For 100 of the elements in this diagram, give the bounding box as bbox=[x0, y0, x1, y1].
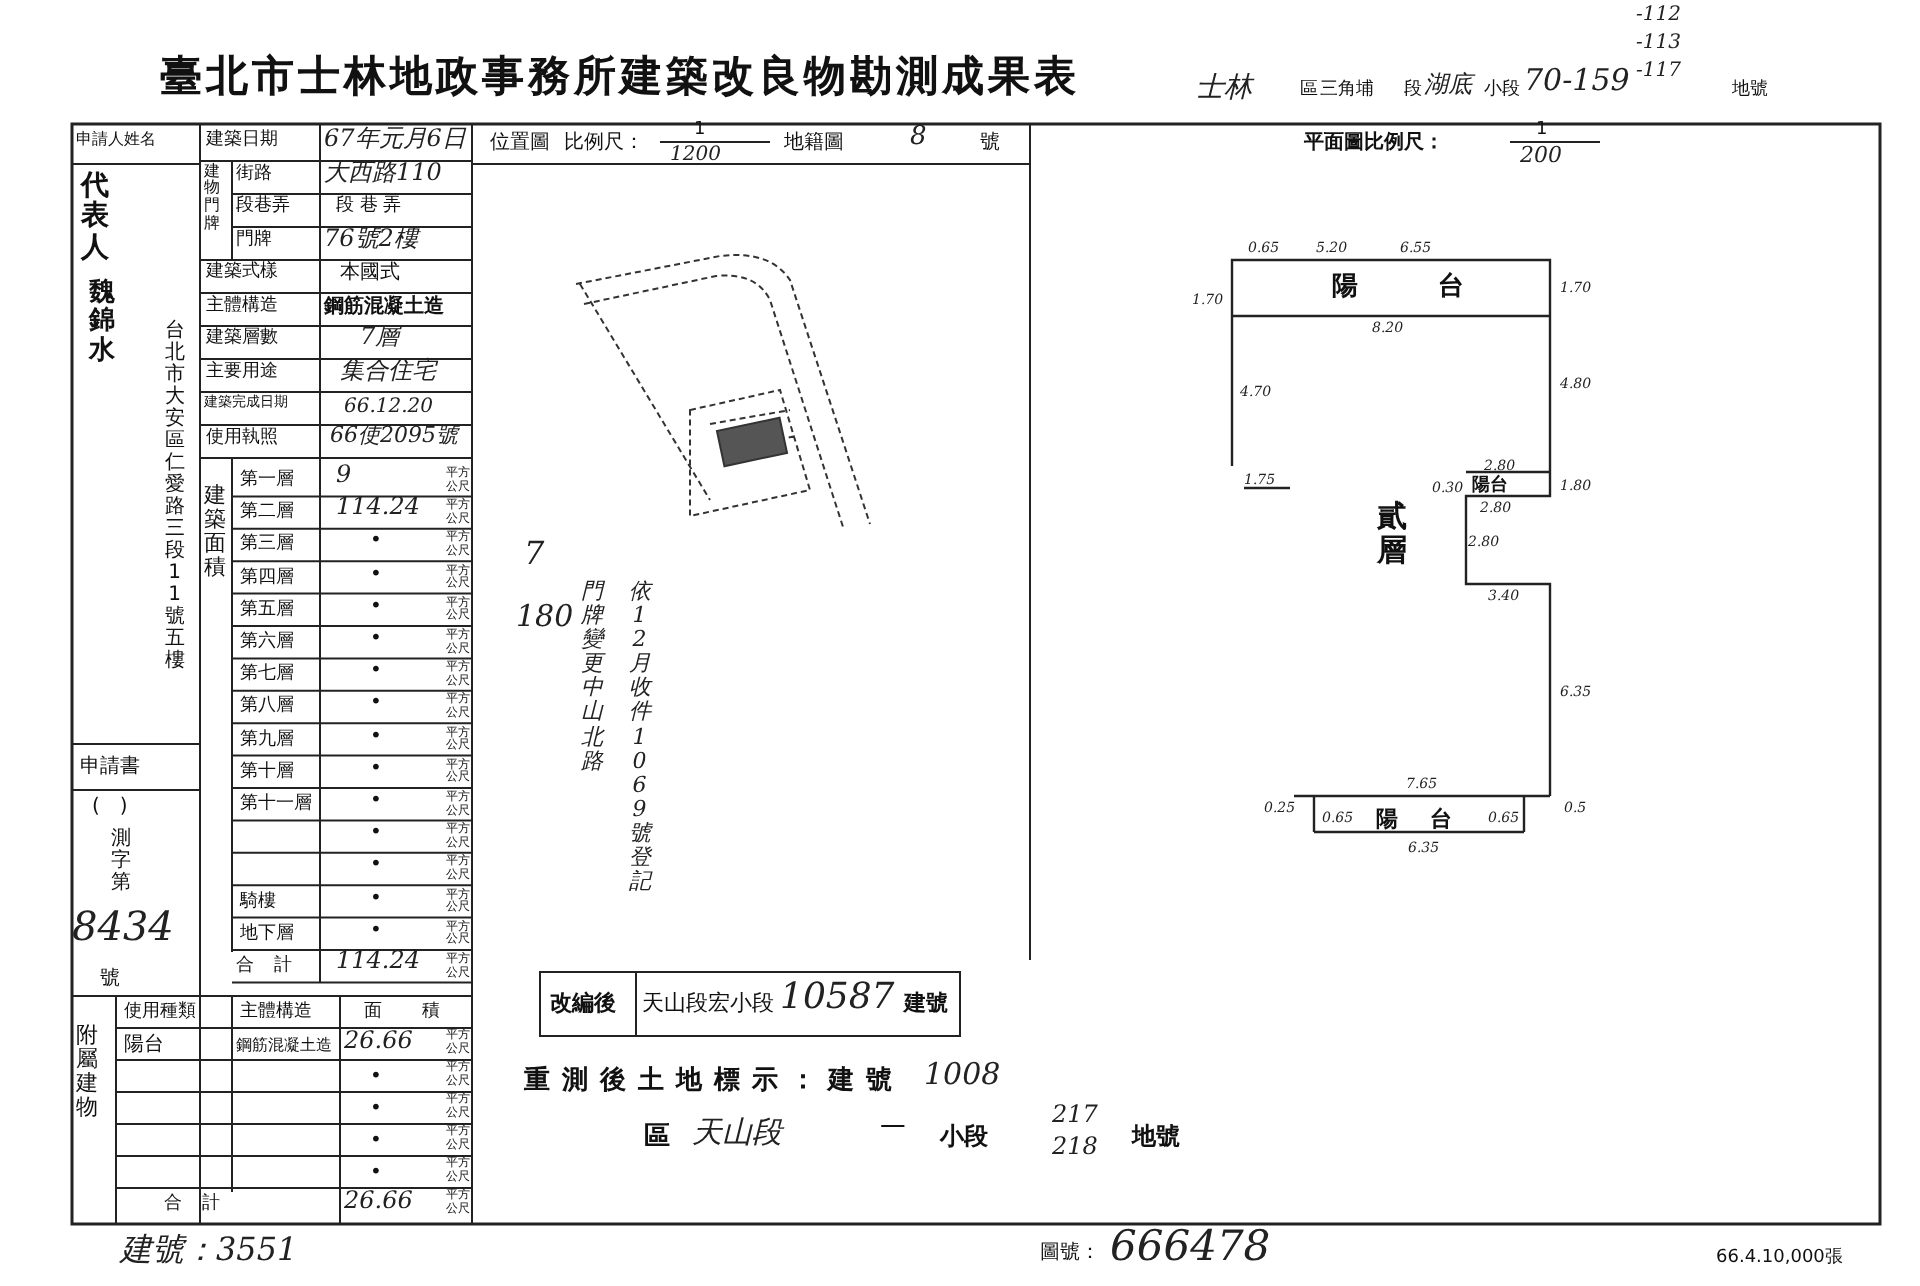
handwritten-entry: 66使2095號 bbox=[330, 423, 458, 449]
form-label: 街路 bbox=[236, 163, 272, 184]
form-label: 第一層 bbox=[240, 470, 294, 491]
form-label: 天山段宏小段 bbox=[642, 992, 774, 1018]
form-label: 1 bbox=[1536, 120, 1548, 141]
form-label: • bbox=[370, 822, 382, 846]
handwritten-entry: 218 bbox=[1052, 1134, 1098, 1162]
form-label: 位置圖 bbox=[490, 132, 550, 155]
form-label: • bbox=[370, 692, 382, 716]
form-label: 合計 bbox=[236, 956, 312, 977]
handwritten-entry: -112 bbox=[1636, 4, 1681, 27]
form-label: • bbox=[370, 660, 382, 684]
form-label: 建號 bbox=[904, 992, 948, 1018]
form-label: • bbox=[370, 563, 382, 587]
form-label: 申請書 bbox=[80, 756, 140, 779]
form-label: 第三層 bbox=[240, 534, 294, 556]
form-label: • bbox=[370, 1066, 382, 1089]
form-label: • bbox=[370, 595, 382, 619]
form-label: 魏錦水 bbox=[88, 280, 116, 366]
form-label: 建築式樣 bbox=[206, 262, 278, 283]
form-label: • bbox=[370, 757, 382, 781]
form-label: • bbox=[370, 628, 382, 651]
form-label: 第六層 bbox=[240, 632, 294, 653]
form-label: 號 bbox=[100, 968, 120, 991]
handwritten-entry: 114.24 bbox=[336, 494, 420, 522]
form-label: 申請人姓名 bbox=[76, 130, 156, 149]
form-label: ( ) bbox=[92, 796, 128, 819]
handwritten-entry: 集合住宅 bbox=[340, 357, 436, 385]
form-label: 建物門牌 bbox=[204, 163, 221, 234]
form-label: 比例尺： bbox=[564, 132, 644, 155]
handwritten-entry: 10587 bbox=[780, 978, 895, 1020]
form-label: 第十一層 bbox=[240, 794, 312, 815]
form-label: • bbox=[370, 790, 382, 813]
room-label: 陽台 bbox=[1332, 274, 1544, 304]
handwritten-entry: 26.66 bbox=[344, 1028, 413, 1056]
form-label: • bbox=[370, 854, 382, 878]
form-label: 地下層 bbox=[240, 923, 294, 945]
form-label: 小段 bbox=[1484, 80, 1520, 101]
form-title: 臺北市士林地政事務所建築改良物勘測成果表 bbox=[160, 52, 1080, 101]
handwritten-entry: 67年元月6日 bbox=[324, 126, 466, 154]
handwritten-entry: 26.66 bbox=[344, 1188, 413, 1216]
form-label: 改編後 bbox=[550, 992, 616, 1018]
handwritten-entry: 大西路110 bbox=[324, 159, 442, 187]
form-label: 第十層 bbox=[240, 761, 294, 783]
form-label: 第八層 bbox=[240, 696, 294, 718]
form-label: 主要用途 bbox=[206, 361, 278, 382]
form-label: 區 bbox=[644, 1124, 670, 1154]
form-label: 主體構造 bbox=[206, 295, 278, 316]
handwritten-entry: 門牌變更中山北路 bbox=[580, 580, 604, 774]
handwritten-entry: 7 bbox=[524, 536, 545, 573]
form-label: 第七層 bbox=[240, 664, 294, 686]
handwritten-entry: 114.24 bbox=[336, 948, 420, 976]
handwritten-entry: 180 bbox=[516, 600, 574, 635]
form-label: • bbox=[370, 725, 382, 749]
form-label: 建築層數 bbox=[206, 328, 278, 349]
handwritten-entry: 1008 bbox=[924, 1058, 1001, 1093]
room-label: 貳層 bbox=[1376, 500, 1408, 566]
handwritten-entry: 8434 bbox=[72, 904, 174, 950]
form-label: 附屬建物 bbox=[76, 1024, 100, 1121]
handwritten-entry: 8 bbox=[910, 124, 927, 154]
handwritten-entry: 湖底 bbox=[1424, 72, 1472, 100]
handwritten-entry: -113 bbox=[1636, 32, 1681, 55]
form-label: 重測後土地標示：建號 bbox=[524, 1068, 904, 1098]
form-label: 平面圖比例尺： bbox=[1304, 132, 1444, 155]
form-label: 1 bbox=[694, 120, 706, 141]
form-label: 地籍圖 bbox=[784, 132, 844, 155]
form-label: • bbox=[370, 1098, 382, 1121]
handwritten-entry: 200 bbox=[1520, 144, 1562, 170]
form-label: 圖號： bbox=[1040, 1242, 1100, 1265]
handwritten-entry: 666478 bbox=[1110, 1222, 1271, 1271]
form-label: 第九層 bbox=[240, 729, 294, 750]
form-label: 第二層 bbox=[240, 502, 294, 524]
form-label: 建築面積 bbox=[204, 484, 228, 581]
form-label: • bbox=[370, 1130, 382, 1153]
form-label: 地號 bbox=[1132, 1124, 1180, 1152]
form-label: 代表人 bbox=[80, 172, 110, 265]
form-label: 使用執照 bbox=[206, 427, 278, 448]
form-label: 鋼筋混凝土造 bbox=[236, 1036, 332, 1055]
form-label: 本國式 bbox=[340, 262, 400, 285]
form-label: 主體構造 bbox=[240, 1002, 312, 1023]
handwritten-entry: 70-159 bbox=[1524, 64, 1630, 99]
form-label: 號 bbox=[980, 132, 1000, 155]
form-label: 段 巷 弄 bbox=[336, 196, 402, 217]
form-label: 地號 bbox=[1732, 80, 1768, 101]
form-label: 段巷弄 bbox=[236, 196, 290, 217]
form-label: 陽台 bbox=[124, 1034, 164, 1057]
handwritten-entry: 9 bbox=[336, 462, 352, 490]
handwritten-entry: 士林 bbox=[1196, 72, 1252, 105]
form-label: 測字第 bbox=[110, 828, 131, 894]
form-label: 三角埔 bbox=[1320, 80, 1374, 101]
form-label: 第五層 bbox=[240, 599, 294, 621]
handwritten-entry: 66.12.20 bbox=[344, 396, 434, 419]
form-label: • bbox=[370, 1162, 382, 1185]
form-label: 門牌 bbox=[236, 229, 272, 250]
handwritten-entry: 217 bbox=[1052, 1102, 1098, 1130]
form-label: 鋼筋混凝土造 bbox=[324, 295, 444, 318]
form-label: 一 bbox=[880, 1116, 906, 1146]
form-label: • bbox=[370, 530, 382, 554]
handwritten-entry: 76號2樓 bbox=[324, 225, 418, 253]
form-label: 合計 bbox=[164, 1194, 240, 1215]
